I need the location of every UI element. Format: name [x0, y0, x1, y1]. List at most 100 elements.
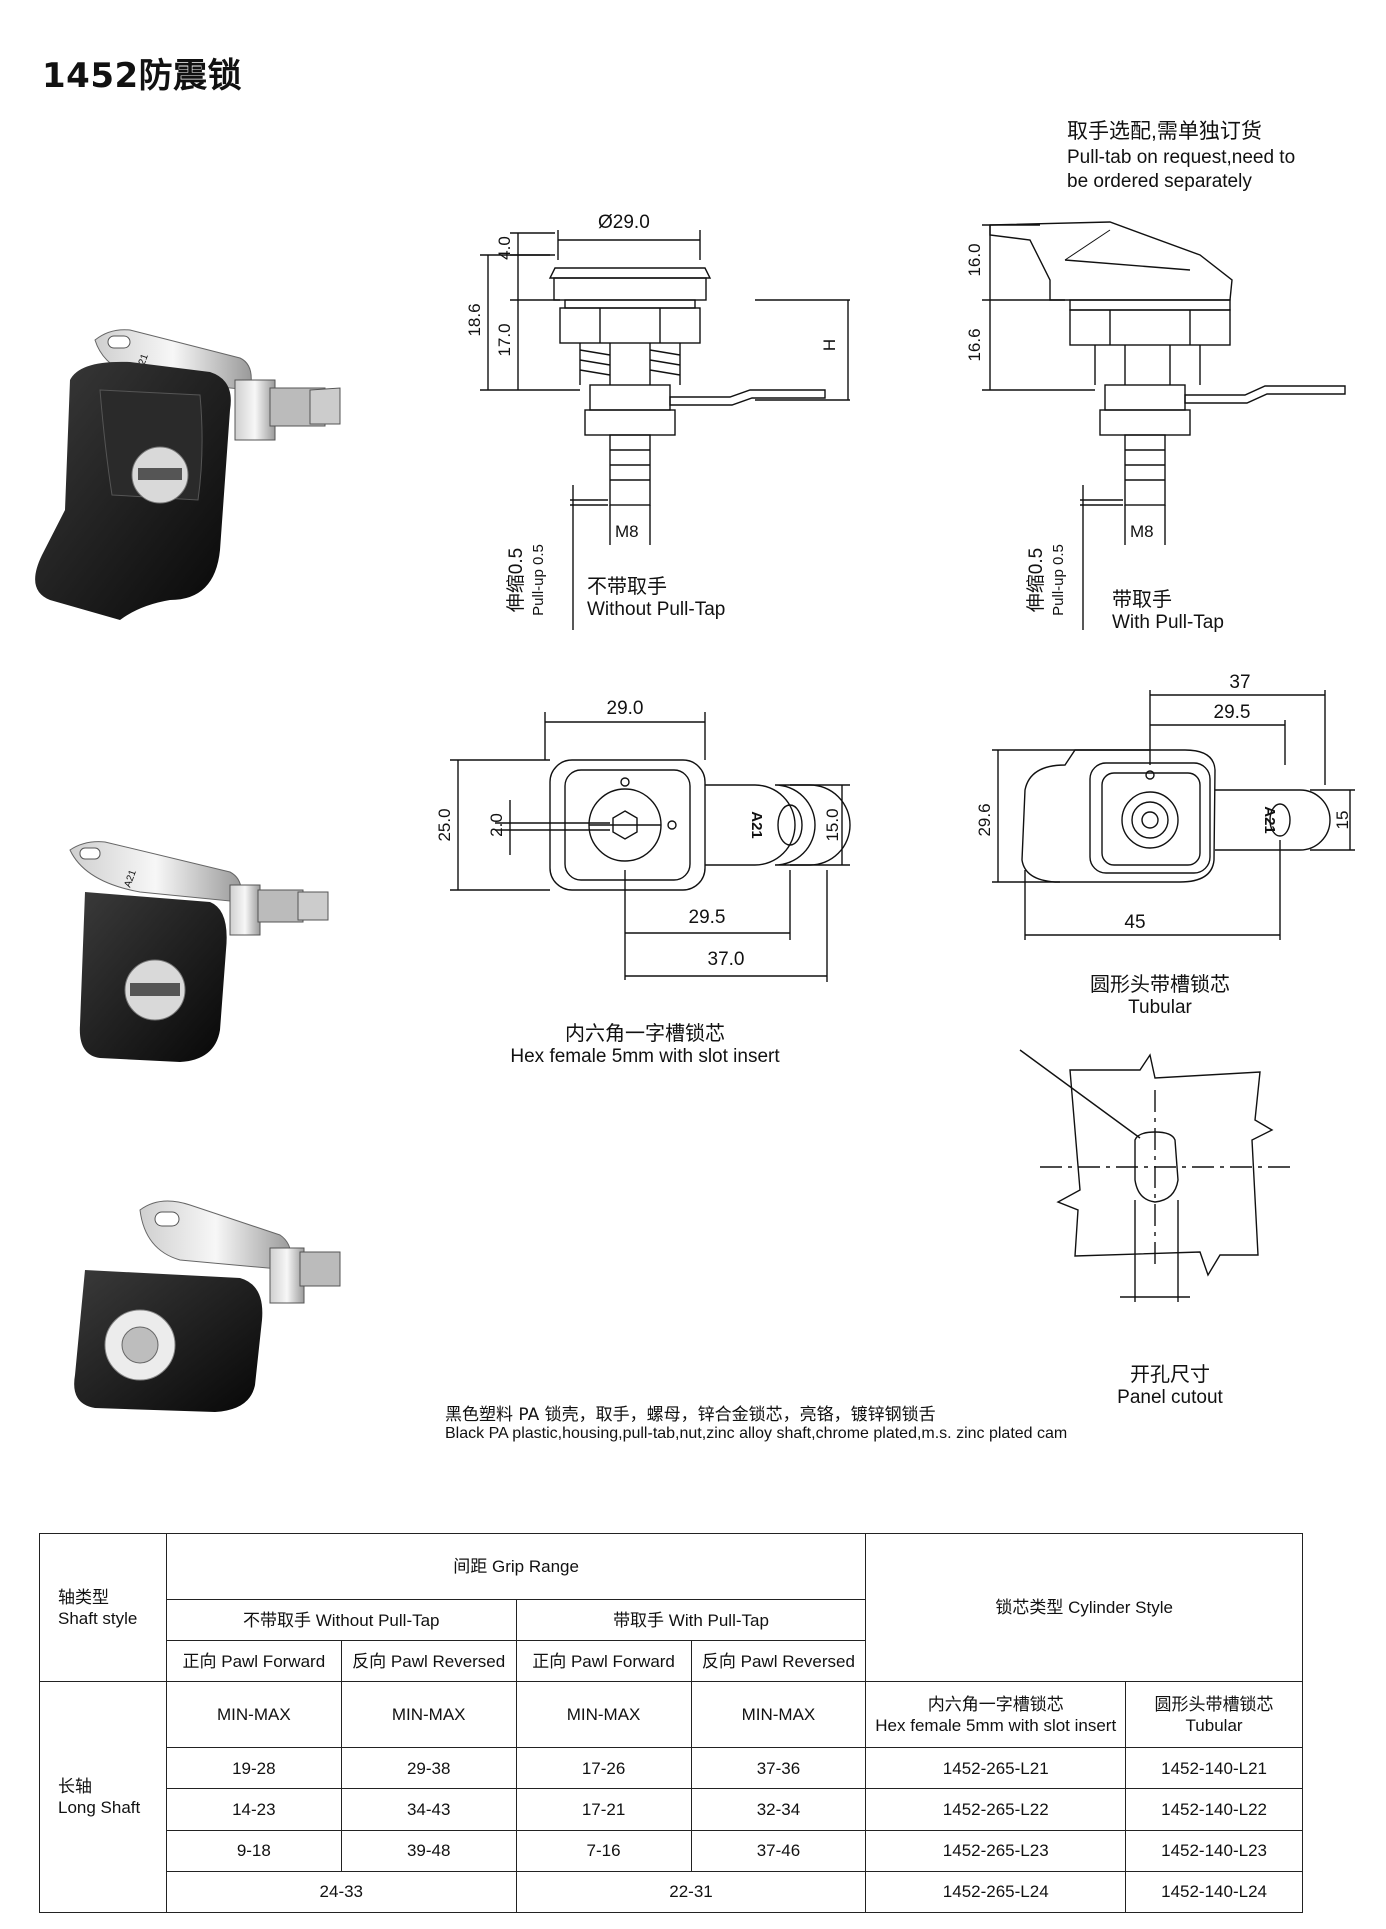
pull-up-cn: 伸缩0.5: [505, 548, 527, 612]
cell: 1452-265-L22: [865, 1788, 1127, 1831]
pull-up-en: Pull-up 0.5: [530, 544, 547, 616]
minmax-2: MIN-MAX: [340, 1681, 517, 1749]
tubular-cylinder-en: Tubular: [1185, 1715, 1243, 1735]
caption-hex: 内六角一字槽锁芯 Hex female 5mm with slot insert: [485, 1017, 805, 1068]
cell: 29-38: [340, 1747, 517, 1790]
caption-cutout-en: Panel cutout: [1117, 1387, 1223, 1408]
dim-29-5-t: 29.5: [1214, 702, 1251, 723]
hex-cylinder-en: Hex female 5mm with slot insert: [875, 1715, 1117, 1735]
cell: 1452-265-L21: [865, 1747, 1127, 1790]
caption-tubular: 圆形头带槽锁芯 Tubular: [1000, 968, 1320, 1019]
dim-29: 29.0: [607, 698, 644, 719]
minmax-1: MIN-MAX: [165, 1681, 342, 1749]
tubular-cylinder-header: 圆形头带槽锁芯 Tubular: [1125, 1681, 1303, 1749]
caption-with-en: With Pull-Tap: [1112, 612, 1224, 633]
dim-45: 45: [1124, 912, 1145, 933]
cylinder-style-header: 锁芯类型 Cylinder Style: [865, 1532, 1303, 1683]
front-view-tubular: 37 29.5 A21 29.6 15 45: [975, 672, 1355, 940]
pull-tab-note-cn: 取手选配,需单独订货: [1067, 120, 1262, 143]
tubular-cylinder-cn: 圆形头带槽锁芯: [1154, 1694, 1274, 1714]
dim-37-t: 37: [1229, 672, 1250, 693]
dim-16-6: 16.6: [965, 328, 984, 361]
cell: 17-21: [515, 1788, 692, 1831]
spec-table: 轴类型 Shaft style 间距 Grip Range 锁芯类型 Cylin…: [39, 1532, 1303, 1914]
dim-29-6: 29.6: [975, 803, 994, 836]
table-row: 19-28 29-38 17-26 37-36 1452-265-L21 145…: [40, 1747, 1303, 1790]
cell: 7-16: [515, 1829, 692, 1872]
cell: 1452-140-L23: [1125, 1829, 1303, 1872]
front-view-hex: 29.0 A21 25.0 2.0 15.0 29.5 37.0: [435, 698, 851, 982]
side-view-with-pulltap: 16.0 16.6 M8 伸缩0.5 Pull-up 0.5: [965, 221, 1346, 630]
pawl-reversed-2: 反向 Pawl Reversed: [690, 1640, 867, 1683]
dim-37: 37.0: [708, 949, 745, 970]
caption-cutout: 开孔尺寸 Panel cutout: [1060, 1358, 1280, 1409]
cell: 1452-140-L21: [1125, 1747, 1303, 1790]
without-pulltap-header: 不带取手 Without Pull-Tap: [165, 1598, 517, 1642]
pull-tab-note-en-2: be ordered separately: [1067, 171, 1252, 192]
caption-tubular-en: Tubular: [1128, 997, 1192, 1018]
long-shaft-cn: 长轴: [58, 1777, 92, 1797]
table-row: 24-33 22-31 1452-265-L24 1452-140-L24: [40, 1870, 1303, 1914]
cell: 37-36: [690, 1747, 867, 1790]
minmax-3: MIN-MAX: [515, 1681, 692, 1749]
long-shaft-label: 长轴 Long Shaft: [39, 1681, 167, 1913]
dim-18-6: 18.6: [465, 303, 484, 336]
caption-hex-en: Hex female 5mm with slot insert: [510, 1046, 780, 1067]
cell: 32-34: [690, 1788, 867, 1831]
hex-cylinder-cn: 内六角一字槽锁芯: [927, 1694, 1064, 1714]
cell: 1452-265-L24: [865, 1870, 1127, 1914]
pawl-forward-2: 正向 Pawl Forward: [515, 1640, 692, 1683]
pawl-forward-1: 正向 Pawl Forward: [165, 1640, 342, 1683]
dim-29-5: 29.5: [689, 907, 726, 928]
cell: 14-23: [165, 1788, 342, 1831]
pull-tab-note-en-1: Pull-tab on request,need to: [1067, 147, 1296, 168]
product-photo-1: A21: [35, 329, 341, 620]
dim-m8-b: M8: [1130, 522, 1154, 541]
minmax-4: MIN-MAX: [690, 1681, 867, 1749]
dim-15-t: 15: [1333, 811, 1352, 830]
caption-without: 不带取手 Without Pull-Tap: [587, 570, 725, 621]
cell: 22-31: [515, 1870, 867, 1914]
cell: 1452-140-L22: [1125, 1788, 1303, 1831]
product-photo-3: [74, 1200, 341, 1412]
table-row: 9-18 39-48 7-16 37-46 1452-265-L23 1452-…: [40, 1829, 1303, 1872]
tub-mark: A21: [1261, 806, 1278, 834]
hex-cylinder-header: 内六角一字槽锁芯 Hex female 5mm with slot insert: [865, 1681, 1127, 1749]
cell: 1452-265-L23: [865, 1829, 1127, 1872]
materials-cn: 黑色塑料 PA 锁壳，取手，螺母，锌合金锁芯，亮铬，镀锌钢锁舌: [445, 1405, 936, 1425]
dim-m8: M8: [615, 522, 639, 541]
materials-en: Black PA plastic,housing,pull-tab,nut,zi…: [445, 1425, 1068, 1442]
cell: 17-26: [515, 1747, 692, 1790]
table-row: 14-23 34-43 17-21 32-34 1452-265-L22 145…: [40, 1788, 1303, 1831]
cell: 37-46: [690, 1829, 867, 1872]
page-title: 1452防震锁: [42, 56, 243, 96]
dim-2: 2.0: [487, 813, 506, 837]
caption-cutout-cn: 开孔尺寸: [1130, 1362, 1210, 1386]
product-photo-2: A21: [69, 841, 329, 1062]
dim-16: 16.0: [965, 243, 984, 276]
cell: 34-43: [340, 1788, 517, 1831]
materials-note: 黑色塑料 PA 锁壳，取手，螺母，锌合金锁芯，亮铬，镀锌钢锁舌 Black PA…: [445, 1400, 1067, 1443]
dim-h: H: [820, 339, 839, 351]
long-shaft-en: Long Shaft: [58, 1798, 141, 1818]
shaft-style-header: 轴类型 Shaft style: [39, 1532, 167, 1683]
shaft-style-cn: 轴类型: [58, 1587, 109, 1607]
panel-cutout-drawing: [1019, 1049, 1290, 1302]
pull-up-en-b: Pull-up 0.5: [1050, 544, 1067, 616]
dim-25: 25.0: [435, 808, 454, 841]
hex-mark: A21: [748, 811, 765, 839]
pull-up-cn-b: 伸缩0.5: [1025, 548, 1047, 612]
caption-tubular-cn: 圆形头带槽锁芯: [1090, 972, 1230, 996]
grip-range-header: 间距 Grip Range: [165, 1533, 867, 1600]
cell: 9-18: [165, 1829, 342, 1872]
caption-hex-cn: 内六角一字槽锁芯: [565, 1021, 725, 1045]
cell: 39-48: [340, 1829, 517, 1872]
dim-17: 17.0: [495, 323, 514, 356]
with-pulltap-header: 带取手 With Pull-Tap: [515, 1598, 867, 1642]
cell: 1452-140-L24: [1125, 1870, 1303, 1914]
dim-4: 4.0: [495, 236, 514, 260]
caption-without-cn: 不带取手: [587, 574, 667, 598]
pawl-reversed-1: 反向 Pawl Reversed: [340, 1640, 517, 1683]
dim-dia29: Ø29.0: [598, 212, 650, 233]
shaft-style-en: Shaft style: [58, 1608, 138, 1628]
